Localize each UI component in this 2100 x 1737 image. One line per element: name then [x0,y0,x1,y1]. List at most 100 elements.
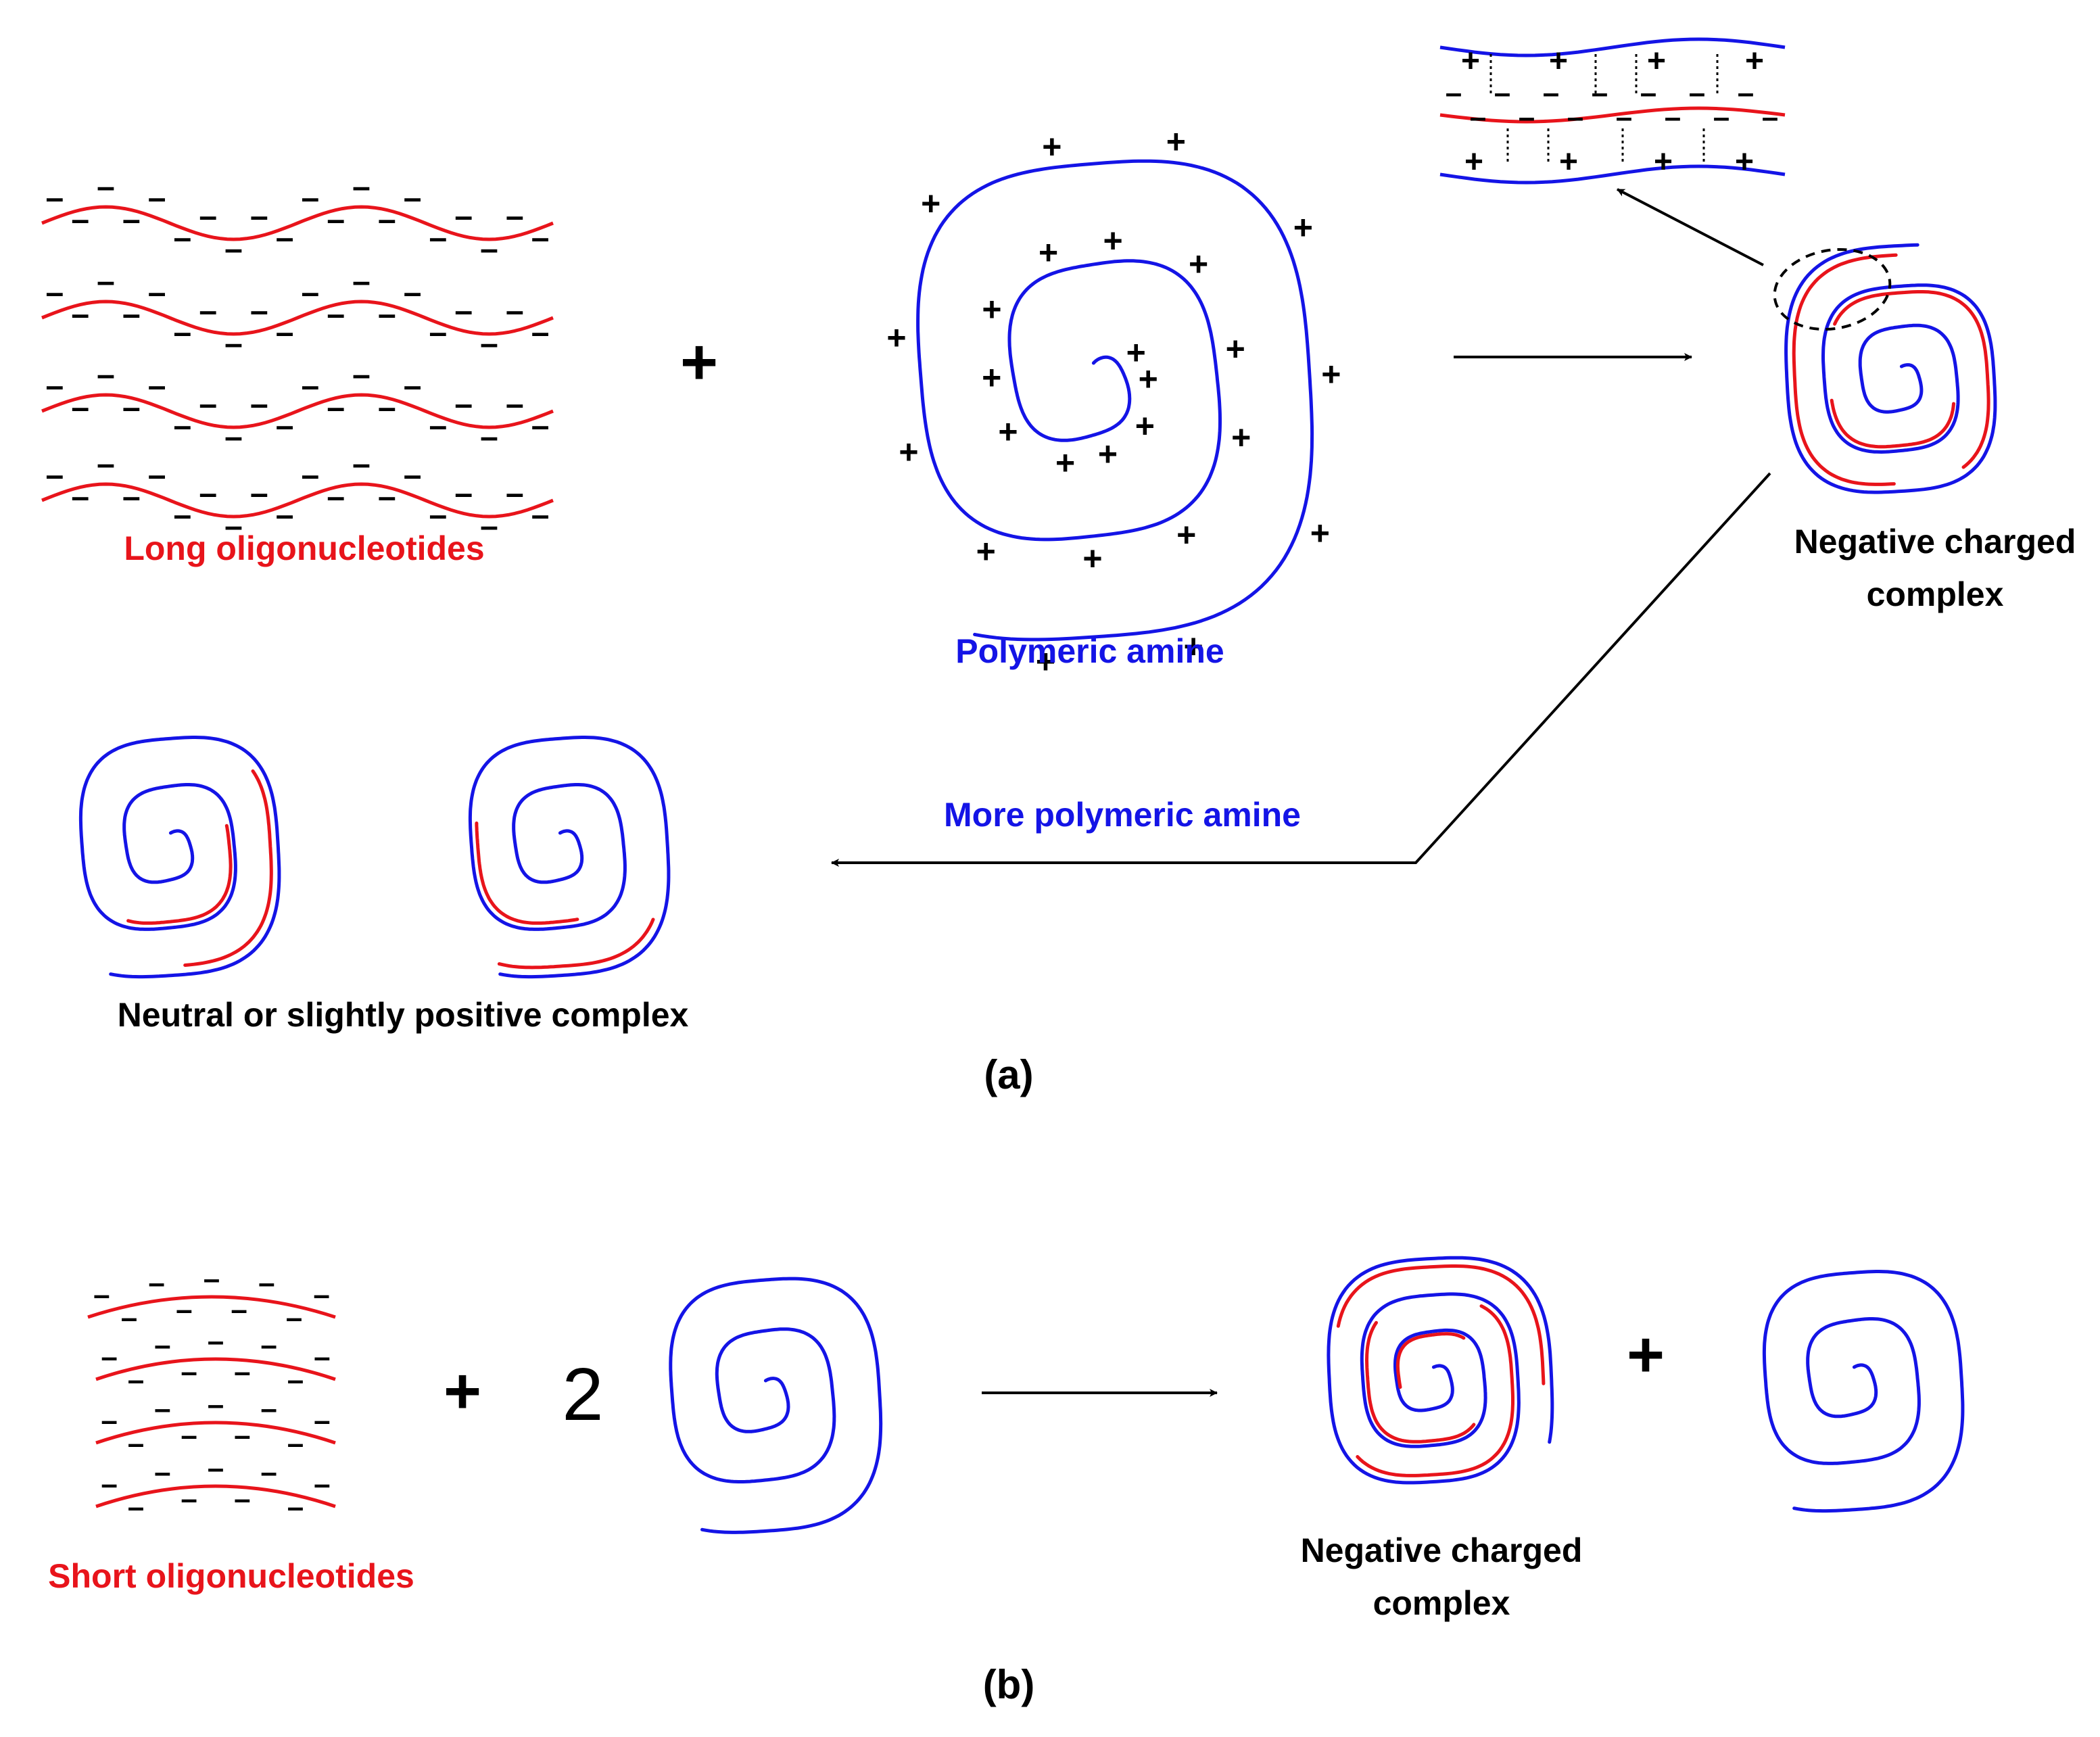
minus-charge: – [148,275,166,311]
minus-charge: – [250,293,268,329]
minus-charge: – [122,479,141,515]
minus-charge: – [276,408,294,444]
panel-label-a: (a) [984,1052,1033,1097]
minus-charge: – [258,1266,275,1300]
minus-charge: – [71,479,89,515]
minus-charge: – [71,202,89,238]
minus-charge: – [378,297,396,333]
minus-charge: – [97,357,115,393]
minus-charge: – [1762,101,1778,134]
minus-charge: – [352,446,371,482]
bound-oligo-segment [126,824,233,925]
plus-charge: + [1321,355,1341,393]
minus-charge: – [174,408,192,444]
minus-charge: – [46,181,64,216]
neutral-complex-label: Neutral or slightly positive complex [118,996,689,1034]
plus-charge: + [1559,144,1578,180]
plus-sign-b: + [444,1355,481,1427]
polymeric-amine-label: Polymeric amine [955,632,1224,670]
long-oligonucleotides-label: Long oligonucleotides [124,529,484,567]
minus-charge: – [128,1363,144,1396]
plus-charge: + [1139,360,1158,398]
bound-oligo-segment [1792,253,1898,486]
plus-charge: + [1226,330,1245,368]
plus-sign-b-2: + [1627,1318,1665,1391]
more-polymeric-amine-label: More polymeric amine [944,796,1301,834]
plus-charge: + [921,185,940,222]
minus-charge: – [176,1293,192,1326]
zoom-amine-bottom [1439,164,1786,185]
minus-charge: – [506,386,524,422]
bound-oligo-segment [497,918,655,970]
neutral-complex-spiral-2 [468,736,671,979]
plus-charge: + [1735,144,1754,180]
minus-charge: – [404,458,422,494]
minus-charge: – [429,497,448,533]
oligo-strand [95,1357,336,1381]
minus-charge: – [199,293,217,329]
amine-chain [78,736,281,979]
minus-charge: – [93,1279,110,1312]
negative-complex-label-a-2: complex [1867,575,2004,613]
minus-charge: – [287,1363,304,1396]
minus-charge: – [260,1392,277,1425]
minus-charge: – [224,326,243,362]
minus-charge: – [97,264,115,300]
zoom-amine-top [1439,37,1786,57]
minus-charge: – [148,181,166,216]
minus-charge: – [531,220,550,256]
oligo-strand [41,393,554,429]
minus-charge: – [46,458,64,494]
minus-charge: – [1543,76,1559,110]
oligo-strand [95,1421,336,1445]
plus-charge: + [1184,627,1203,665]
minus-charge: – [122,390,141,426]
minus-charge: – [148,458,166,494]
minus-charge: – [128,1427,144,1460]
minus-charge: – [122,297,141,333]
minus-charge: – [286,1301,302,1334]
minus-charge: – [128,1490,144,1523]
minus-charge: – [181,1482,197,1515]
long-oligonucleotide-strands: ––––––––––––––––––––––––––––––––––––––––… [41,169,554,544]
minus-charge: – [287,1427,304,1460]
minus-charge: – [234,1419,250,1452]
plus-charge: + [998,412,1018,450]
minus-charge: – [1665,101,1681,134]
plus-charge: + [1039,234,1058,272]
minus-charge: – [531,497,550,533]
minus-charge: – [204,1262,220,1295]
plus-sign-a: + [680,326,718,398]
minus-charge: – [1689,76,1705,110]
minus-charge: – [101,1341,117,1374]
minus-charge: – [1592,76,1608,110]
minus-charge: – [1640,76,1656,110]
oligo-strand [87,1295,336,1319]
minus-charge: – [313,1279,329,1312]
plus-charge: + [1055,444,1075,481]
stoichiometric-coefficient: 2 [562,1353,603,1436]
minus-charge: – [480,326,498,362]
minus-charge: – [429,220,448,256]
bound-oligo-segment [1830,398,1955,449]
minus-charge: – [1567,101,1583,134]
minus-charge: – [101,1468,117,1501]
oligo-strand [95,1484,336,1508]
plus-charge: + [1549,43,1568,79]
bound-oligo-segment [1356,1304,1514,1477]
minus-charge: – [208,1388,224,1421]
amine-chain [1327,1256,1554,1485]
minus-charge: – [71,390,89,426]
minus-charge: – [97,169,115,205]
plus-charge: + [1098,435,1118,473]
amine-chain [468,736,671,979]
minus-charge: – [121,1301,137,1334]
minus-charge: – [181,1355,197,1388]
minus-charge: – [378,390,396,426]
plus-charge: + [886,319,906,357]
minus-charge: – [250,475,268,511]
negative-complex-spiral-b [1327,1256,1554,1485]
minus-charge: – [287,1490,304,1523]
plus-charge: + [982,290,1001,328]
plus-charge: + [982,358,1001,396]
